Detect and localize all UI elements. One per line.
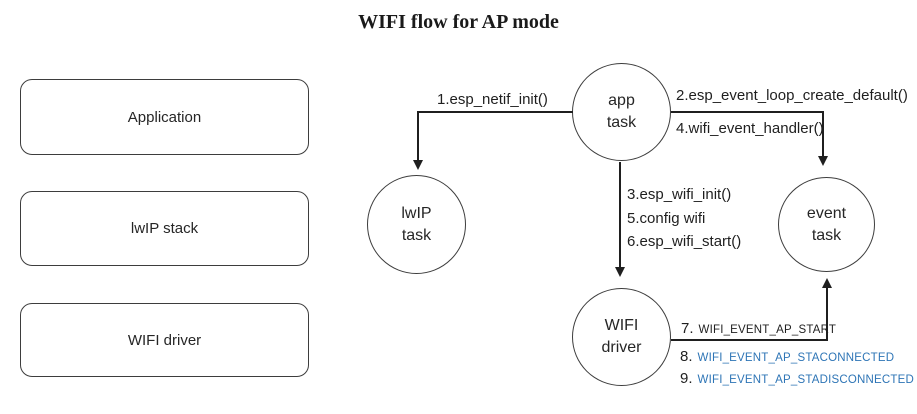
step-9-number: 9.: [680, 370, 693, 387]
step-7-event-name: WIFI_EVENT_AP_START: [698, 324, 837, 336]
step-3-label: 3.esp_wifi_init(): [627, 186, 732, 203]
arrow-app-to-lwip-vline: [417, 111, 419, 161]
step-8-number: 8.: [680, 348, 693, 365]
arrowhead-down-event-icon: [817, 156, 828, 166]
task-circle-event: event task: [778, 177, 875, 272]
step-2-label: 2.esp_event_loop_create_default(): [676, 87, 908, 104]
task-label-lwip-line2: task: [401, 226, 432, 244]
step-4-label: 4.wifi_event_handler(): [676, 120, 824, 137]
task-label-wifi-line2: driver: [601, 339, 642, 356]
step-8-label: 8. WIFI_EVENT_AP_STACONNECTED: [680, 348, 894, 365]
layer-label-application: Application: [127, 108, 202, 126]
step-1-label: 1.esp_netif_init(): [437, 91, 548, 108]
arrow-wifidriver-to-event-vline: [826, 288, 828, 341]
layer-label-wifi-driver: WIFI driver: [127, 331, 202, 349]
arrow-wifidriver-to-event-hline: [671, 339, 828, 341]
task-label-app-line1: app: [608, 92, 635, 110]
step-5-label: 5.config wifi: [627, 210, 706, 227]
arrowhead-down-lwip-icon: [412, 160, 423, 170]
step-9-label: 9. WIFI_EVENT_AP_STADISCONNECTED: [680, 370, 914, 387]
arrow-app-to-event-vline: [822, 111, 824, 157]
arrowhead-down-wifidriver-icon: [614, 267, 625, 277]
diagram-title: WIFI flow for AP mode: [358, 11, 559, 33]
arrow-app-to-wifidriver-vline: [619, 162, 621, 268]
task-circle-wifi-driver: WIFI driver: [572, 288, 671, 386]
arrow-app-to-lwip-hline: [417, 111, 573, 113]
task-label-event-line2: task: [811, 226, 842, 244]
task-label-app-line2: task: [606, 114, 637, 131]
arrow-app-to-event-hline: [671, 111, 824, 113]
step-6-label: 6.esp_wifi_start(): [627, 233, 742, 250]
task-label-lwip-line1: lwIP: [401, 204, 432, 222]
layer-box-wifi-driver: WIFI driver: [20, 303, 309, 377]
layer-label-lwip-stack: lwIP stack: [130, 220, 199, 237]
step-9-event-name: WIFI_EVENT_AP_STADISCONNECTED: [697, 374, 914, 386]
arrowhead-up-event-icon: [821, 278, 832, 288]
step-7-number: 7.: [681, 320, 694, 337]
step-7-label: 7. WIFI_EVENT_AP_START: [681, 320, 836, 337]
layer-box-lwip-stack: lwIP stack: [20, 191, 309, 266]
task-label-wifi-line1: WIFI: [604, 317, 639, 335]
step-8-event-name: WIFI_EVENT_AP_STACONNECTED: [697, 352, 895, 364]
task-label-event-line1: event: [806, 204, 847, 222]
task-circle-app: app task: [572, 63, 671, 161]
layer-box-application: Application: [20, 79, 309, 155]
task-circle-lwip: lwIP task: [367, 175, 466, 274]
